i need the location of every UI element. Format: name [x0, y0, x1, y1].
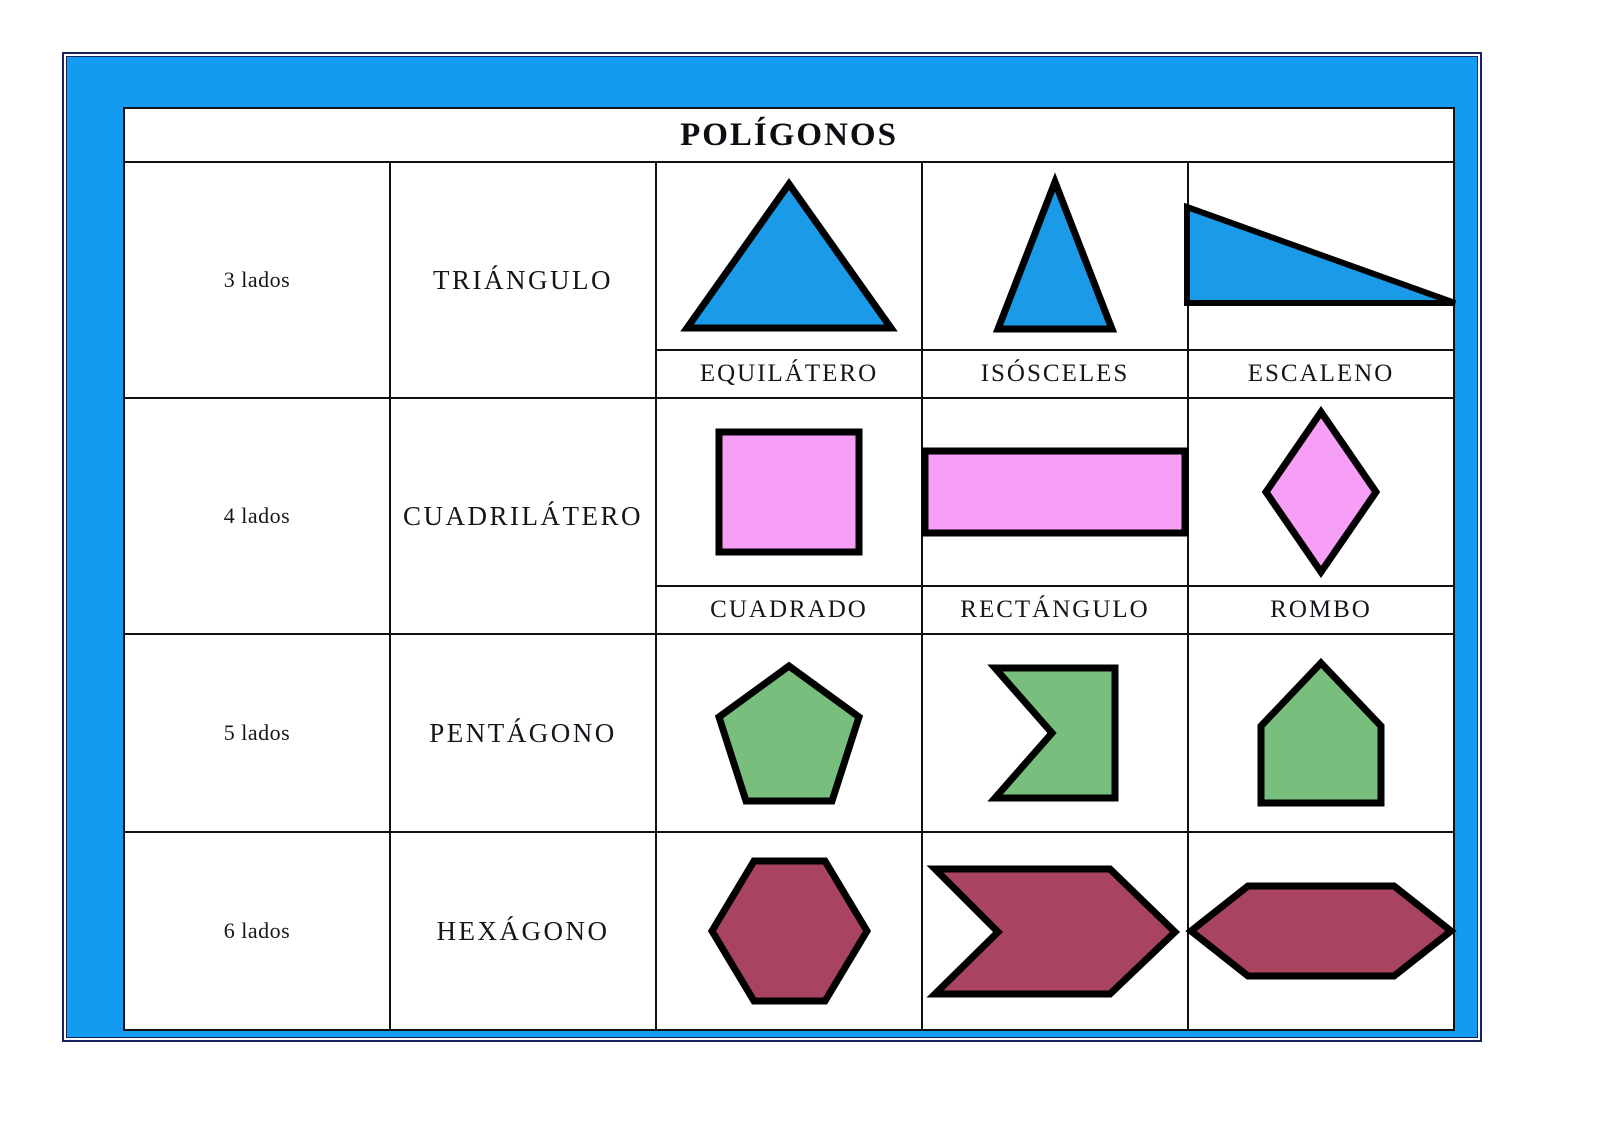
shape-label-cell-equilateral: EQUILÁTERO	[655, 349, 923, 399]
poster-blue-frame: POLÍGONOS 3 lados TRIÁNGULO	[66, 56, 1478, 1038]
house-pentagon-shape	[1257, 657, 1385, 807]
concave-hexagon-arrow-shape	[926, 865, 1181, 997]
polygons-poster: POLÍGONOS 3 lados TRIÁNGULO	[62, 52, 1482, 1042]
regular-hexagon-shape	[707, 857, 871, 1005]
sides-count-cell-pentagon: 5 lados	[123, 633, 391, 833]
shape-cell-square	[655, 397, 923, 587]
shape-label: EQUILÁTERO	[699, 360, 879, 387]
shape-label: RECTÁNGULO	[960, 596, 1150, 623]
shape-cell-concave-pentagon	[921, 633, 1189, 833]
sides-count-label: 3 lados	[223, 267, 291, 292]
shape-cell-house-pentagon	[1187, 633, 1455, 833]
shape-label-cell-isosceles: ISÓSCELES	[921, 349, 1189, 399]
polygon-name-label: CUADRILÁTERO	[403, 500, 643, 531]
polygon-name-cell-triangle: TRIÁNGULO	[389, 161, 657, 399]
shape-label-cell-rectangulo: RECTÁNGULO	[921, 585, 1189, 635]
shape-cell-concave-hexagon-arrow	[921, 831, 1189, 1031]
table-row: 4 lados CUADRILÁTERO	[123, 397, 1455, 635]
shape-label-cell-scalene: ESCALENO	[1187, 349, 1455, 399]
polygons-table: POLÍGONOS 3 lados TRIÁNGULO	[123, 107, 1457, 1031]
equilateral-triangle-shape	[680, 177, 898, 332]
shape-label-cell-rombo: ROMBO	[1187, 585, 1455, 635]
shape-label: ISÓSCELES	[980, 360, 1130, 387]
shape-cell-elongated-hexagon	[1185, 831, 1457, 1031]
shape-cell-regular-pentagon	[655, 633, 923, 833]
page-title: POLÍGONOS	[680, 116, 898, 153]
table-title-row: POLÍGONOS	[123, 107, 1455, 163]
shape-label: ESCALENO	[1247, 360, 1395, 387]
table-subrow: CUADRADO RECTÁNGULO ROMBO	[124, 585, 1455, 635]
sides-count-cell-triangle: 3 lados	[123, 161, 391, 399]
polygon-name-label: PENTÁGONO	[429, 717, 617, 748]
polygon-name-cell-pentagon: PENTÁGONO	[389, 633, 657, 833]
shape-cell-equilateral-triangle	[655, 161, 923, 351]
elongated-hexagon-shape	[1185, 882, 1457, 980]
title-cell: POLÍGONOS	[123, 107, 1455, 163]
sides-count-cell-hexagon: 6 lados	[123, 831, 391, 1031]
sides-count-label: 5 lados	[223, 720, 291, 745]
shape-cell-regular-hexagon	[655, 831, 923, 1031]
sides-count-label: 6 lados	[223, 918, 291, 943]
sides-count-label: 4 lados	[223, 503, 291, 528]
scalene-triangle-shape	[1184, 202, 1457, 306]
polygon-name-label: HEXÁGONO	[436, 915, 610, 946]
regular-pentagon-shape	[714, 661, 864, 804]
shape-cell-rectangle	[921, 397, 1189, 587]
shape-label-cell-cuadrado: CUADRADO	[655, 585, 923, 635]
isosceles-triangle-shape	[992, 172, 1118, 333]
table-row: 3 lados TRIÁNGULO	[123, 161, 1457, 399]
concave-pentagon-shape	[987, 664, 1119, 802]
shape-label: CUADRADO	[710, 596, 868, 623]
rhombus-shape	[1261, 405, 1381, 579]
sides-count-cell-quadrilateral: 4 lados	[123, 397, 391, 635]
polygons-table-wrapper: POLÍGONOS 3 lados TRIÁNGULO	[123, 107, 1457, 1031]
polygon-name-cell-hexagon: HEXÁGONO	[389, 831, 657, 1031]
shape-label: ROMBO	[1270, 596, 1372, 623]
square-shape	[715, 428, 863, 556]
shape-cell-isosceles-triangle	[921, 161, 1189, 351]
polygon-name-cell-quadrilateral: CUADRILÁTERO	[389, 397, 657, 635]
table-row: 5 lados PENTÁGONO	[123, 633, 1455, 833]
shape-cell-scalene-triangle	[1184, 161, 1457, 351]
table-row: 6 lados HEXÁGONO	[123, 831, 1457, 1031]
polygon-name-label: TRIÁNGULO	[433, 264, 613, 295]
rectangle-shape	[921, 447, 1189, 537]
table-subrow: EQUILÁTERO ISÓSCELES ESCALENO	[124, 349, 1455, 399]
shape-cell-rhombus	[1187, 397, 1455, 587]
